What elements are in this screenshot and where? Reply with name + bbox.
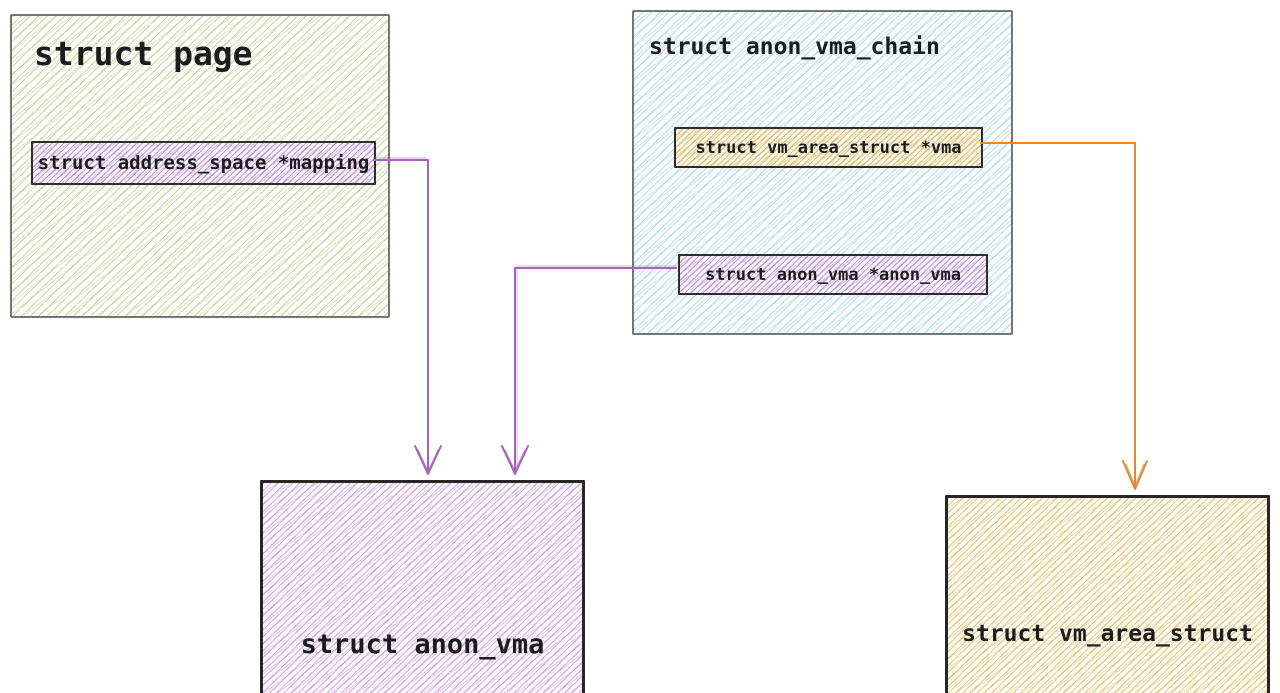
- struct-anon-vma-chain-box: struct anon_vma_chain struct vm_area_str…: [632, 10, 1013, 335]
- struct-anon-vma-chain-title: struct anon_vma_chain: [649, 34, 940, 60]
- field-anon-vma-label: struct anon_vma *anon_vma: [705, 264, 961, 285]
- struct-anon-vma-box: struct anon_vma: [260, 480, 585, 693]
- struct-vm-area-struct-title: struct vm_area_struct: [962, 621, 1253, 647]
- struct-page-box: struct page struct address_space *mappin…: [10, 14, 390, 318]
- field-anon-vma: struct anon_vma *anon_vma: [678, 254, 988, 295]
- field-address-space-mapping-label: struct address_space *mapping: [37, 152, 370, 174]
- field-address-space-mapping: struct address_space *mapping: [31, 141, 376, 185]
- struct-page-title: struct page: [34, 34, 253, 73]
- field-vm-area-struct-vma: struct vm_area_struct *vma: [674, 127, 983, 168]
- struct-anon-vma-title: struct anon_vma: [300, 629, 545, 660]
- field-vm-area-struct-vma-label: struct vm_area_struct *vma: [695, 137, 962, 158]
- struct-vm-area-struct-box: struct vm_area_struct: [945, 495, 1270, 693]
